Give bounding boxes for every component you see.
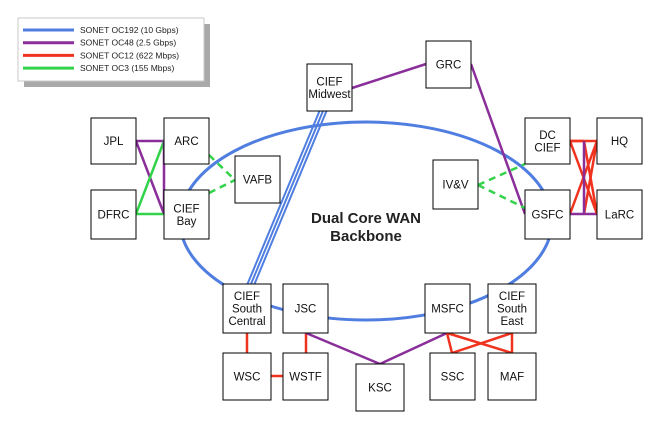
node-box (424, 283, 471, 334)
node-label: MAF (500, 372, 524, 384)
legend-label-oc192: SONET OC192 (10 Gbps) (80, 25, 179, 35)
node-msfc[interactable]: MSFC (424, 283, 471, 334)
node-label: CIEF (316, 76, 342, 88)
node-arc[interactable]: ARC (163, 117, 210, 165)
node-label: CIEF (499, 291, 525, 303)
node-box (222, 283, 272, 334)
legend-label-oc12: SONET OC12 (622 Mbps) (80, 50, 179, 60)
node-box (306, 63, 353, 112)
node-label: GSFC (532, 210, 564, 222)
node-label: JPL (104, 136, 124, 148)
node-box (425, 40, 472, 89)
node-grc[interactable]: GRC (425, 40, 472, 89)
link-segment (582, 140, 599, 215)
node-box (90, 189, 137, 240)
node-label: Bay (177, 216, 197, 228)
node-box (596, 189, 643, 240)
node-label: LaRC (605, 210, 634, 222)
node-jpl[interactable]: JPL (90, 117, 137, 165)
node-dfrc[interactable]: DFRC (90, 189, 137, 240)
link-ivv-gsfc (477, 183, 526, 210)
link-msfc-ssc (445, 332, 454, 354)
node-label: CIEF (534, 142, 560, 154)
legend: SONET OC192 (10 Gbps) SONET OC48 (2.5 Gbp… (17, 17, 210, 87)
links (134, 62, 599, 378)
node-box (234, 155, 281, 204)
node-label: WSC (234, 372, 261, 384)
legend-label-oc48: SONET OC48 (2.5 Gbps) (80, 38, 176, 48)
node-label: JSC (295, 304, 317, 316)
link-dfrc-arc (134, 140, 166, 215)
node-box (355, 363, 405, 412)
node-box (524, 189, 571, 240)
node-label: CIEF (234, 291, 260, 303)
node-vafb[interactable]: VAFB (234, 155, 281, 204)
node-box (222, 352, 272, 401)
node-label: South (497, 304, 527, 316)
link-arc-vafb (208, 154, 236, 181)
node-box (487, 352, 537, 401)
node-label: East (500, 316, 524, 328)
backbone-label-line1: Dual Core WAN (311, 210, 421, 227)
node-maf[interactable]: MAF (487, 352, 537, 401)
node-box (524, 117, 571, 165)
trunk-line (253, 110, 328, 285)
link-cief_midwest-grc (351, 62, 427, 90)
node-wsc[interactable]: WSC (222, 352, 272, 401)
node-box (282, 352, 329, 401)
trunk-line (250, 110, 324, 285)
link-cief_bay-vafb (208, 178, 236, 195)
node-box (429, 352, 476, 401)
node-hq[interactable]: HQ (596, 117, 643, 165)
legend-label-oc3: SONET OC3 (155 Mbps) (80, 63, 174, 73)
node-box (163, 117, 210, 165)
node-box (487, 283, 537, 334)
node-label: HQ (611, 136, 628, 148)
node-label: ARC (174, 136, 198, 148)
node-ssc[interactable]: SSC (429, 352, 476, 401)
node-box (282, 283, 329, 334)
oc192-trunk (246, 110, 328, 285)
node-wstf[interactable]: WSTF (282, 352, 329, 401)
node-label: WSTF (289, 372, 322, 384)
node-label: DFRC (98, 210, 130, 222)
node-label: Central (228, 316, 265, 328)
link-grc-gsfc (469, 63, 527, 215)
node-label: IV&V (442, 180, 469, 192)
link-jsc-ksc (305, 331, 381, 366)
link-ivv-dc_cief (477, 162, 526, 187)
node-gsfc[interactable]: GSFC (524, 189, 571, 240)
node-box (90, 117, 137, 165)
node-label: South (232, 304, 262, 316)
trunk-line (246, 110, 321, 285)
node-label: CIEF (173, 203, 199, 215)
node-label: DC (539, 130, 556, 142)
node-box (596, 117, 643, 165)
link-msfc-ksc (379, 331, 448, 366)
node-box (163, 189, 210, 240)
link-cief_south_east-ssc (451, 331, 513, 355)
node-label: KSC (368, 383, 392, 395)
node-box (432, 159, 479, 210)
node-larc[interactable]: LaRC (596, 189, 643, 240)
node-label: Midwest (308, 89, 351, 101)
node-jsc[interactable]: JSC (282, 283, 329, 334)
node-label: VAFB (243, 175, 273, 187)
node-ivv[interactable]: IV&V (432, 159, 479, 210)
node-label: GRC (436, 60, 462, 72)
backbone-label-line2: Backbone (330, 228, 402, 245)
node-ksc[interactable]: KSC (355, 363, 405, 412)
node-label: MSFC (431, 304, 464, 316)
node-label: SSC (441, 372, 465, 384)
